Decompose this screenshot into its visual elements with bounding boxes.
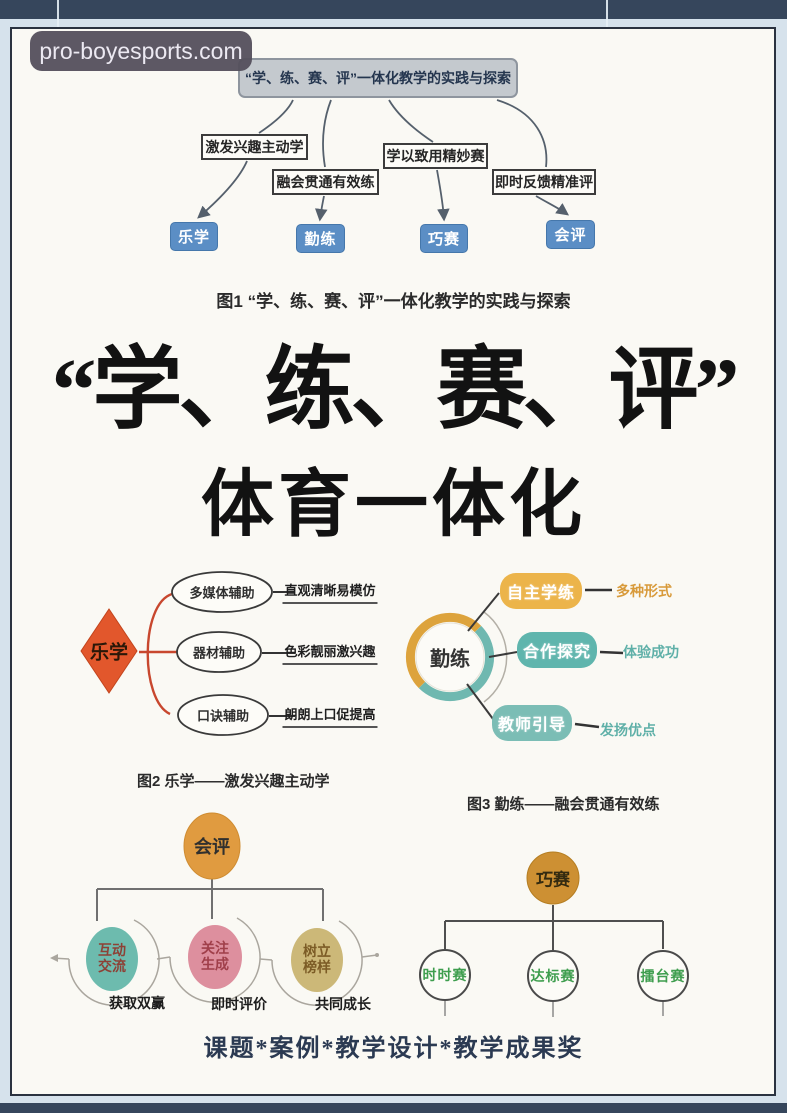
main-title-line1: “学、练、赛、评”	[51, 341, 740, 440]
fig1-node-huiping: 会评	[546, 220, 595, 249]
fig4-node-2: 关注 生成	[201, 940, 229, 972]
fig4-desc-2: 即时评价	[211, 996, 267, 1012]
frame-glint-right	[606, 0, 608, 32]
fig5-node-1: 时时赛	[422, 967, 468, 983]
fig5-node-2: 达标赛	[530, 968, 576, 984]
fig5-root-label: 巧赛	[536, 870, 570, 890]
fig2-node-1: 多媒体辅助	[189, 585, 255, 601]
fig3-root-label: 勤练	[430, 648, 470, 671]
fig1-node-qinlian: 勤练	[296, 224, 345, 253]
fig2-caption: 图2 乐学——激发兴趣主动学	[137, 773, 330, 790]
fig2-desc-1: 直观清晰易模仿	[282, 580, 378, 604]
fig4-node-3: 树立 榜样	[303, 943, 331, 975]
fig3-desc-1: 多种形式	[616, 583, 672, 599]
fig1-caption: 图1 “学、练、赛、评”一体化教学的实践与探索	[216, 292, 571, 311]
watermark-text: pro-boyesports.com	[39, 37, 243, 64]
fig1-branch-label-4: 即时反馈精准评	[492, 169, 596, 195]
fig4-desc-1: 获取双赢	[109, 995, 165, 1011]
fig4-node-1: 互动 交流	[98, 942, 126, 974]
fig1-title-box: “学、练、赛、评”一体化教学的实践与探索	[238, 58, 518, 98]
fig3-desc-2: 体验成功	[623, 644, 679, 660]
fig2-desc-2: 色彩靓丽激兴趣	[282, 641, 378, 665]
fig3-caption: 图3 勤练——融会贯通有效练	[467, 796, 660, 813]
fig1-branch-label-2: 融会贯通有效练	[272, 169, 379, 195]
fig3-node-2: 合作探究	[517, 632, 597, 668]
watermark-badge: pro-boyesports.com	[30, 31, 252, 71]
poster-page	[10, 27, 776, 1096]
fig4-root-label: 会评	[194, 837, 230, 857]
frame-top-bar	[0, 0, 787, 19]
fig5-node-3: 擂台赛	[640, 968, 686, 984]
fig1-title-text: “学、练、赛、评”一体化教学的实践与探索	[245, 70, 511, 86]
fig3-desc-3: 发扬优点	[600, 722, 656, 738]
fig1-node-lexue: 乐学	[170, 222, 218, 251]
fig2-root-label: 乐学	[89, 642, 129, 664]
footer-text: 课题*案例*教学设计*教学成果奖	[203, 1036, 584, 1062]
fig2-desc-3: 朗朗上口促提高	[282, 704, 378, 728]
frame-glint-left	[57, 0, 59, 32]
frame-bottom-bar	[0, 1103, 787, 1113]
fig3-node-1: 自主学练	[500, 573, 582, 609]
fig1-node-qiaosai: 巧赛	[420, 224, 468, 253]
fig4-desc-3: 共同成长	[315, 996, 371, 1012]
fig2-node-2: 器材辅助	[192, 645, 246, 661]
fig1-branch-label-1: 激发兴趣主动学	[201, 134, 308, 160]
fig3-node-3: 教师引导	[492, 705, 572, 741]
fig2-node-3: 口诀辅助	[196, 708, 250, 724]
main-title-line2: 体育一体化	[201, 464, 586, 545]
fig1-branch-label-3: 学以致用精妙赛	[383, 143, 488, 169]
